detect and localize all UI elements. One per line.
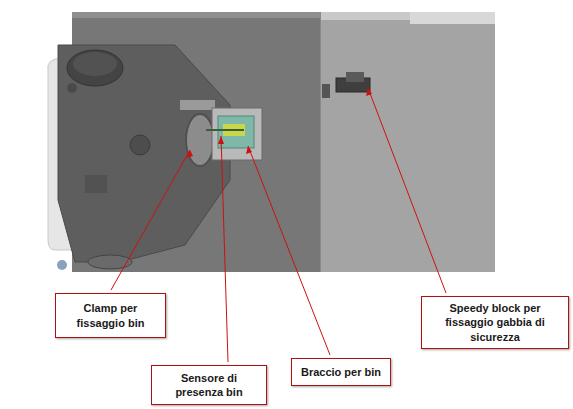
callout-box: Sensore di presenza bin (151, 365, 267, 405)
arm-plate (212, 108, 262, 160)
callout-box: Speedy block per fissaggio gabbia di sic… (421, 296, 569, 349)
sensor-housing (218, 116, 254, 148)
leader-line (221, 136, 228, 362)
leader-head (186, 150, 193, 158)
sensor-shaft (206, 129, 244, 131)
leader-line (111, 150, 190, 290)
leader-line (368, 88, 446, 293)
leader-head (366, 88, 372, 96)
leader-head (218, 136, 224, 144)
leader-head (246, 146, 252, 154)
speedy-handle (346, 72, 364, 82)
top-console (410, 12, 495, 24)
callout-label: Sensore di presenza bin (158, 371, 260, 400)
callout-box: Clamp per fissaggio bin (55, 293, 166, 338)
bin-lid-top (73, 52, 117, 76)
bin-outlet (88, 255, 132, 269)
bin-hopper (58, 45, 230, 262)
speedy-base (322, 84, 330, 98)
callout-label: Braccio per bin (301, 365, 381, 379)
bin-port (130, 135, 150, 155)
callout-label: Clamp per fissaggio bin (62, 301, 159, 330)
clamp-arm (180, 100, 215, 110)
callout-box: Braccio per bin (291, 358, 391, 386)
callout-label: Speedy block per fissaggio gabbia di sic… (428, 301, 562, 344)
bin-lug (85, 175, 107, 193)
clamp-ring (186, 114, 214, 166)
leader-line (248, 146, 330, 355)
lid-knob (67, 83, 77, 93)
side-panel (320, 12, 495, 272)
bin-lid (67, 50, 123, 86)
castor (57, 260, 67, 270)
front-top (72, 12, 320, 18)
